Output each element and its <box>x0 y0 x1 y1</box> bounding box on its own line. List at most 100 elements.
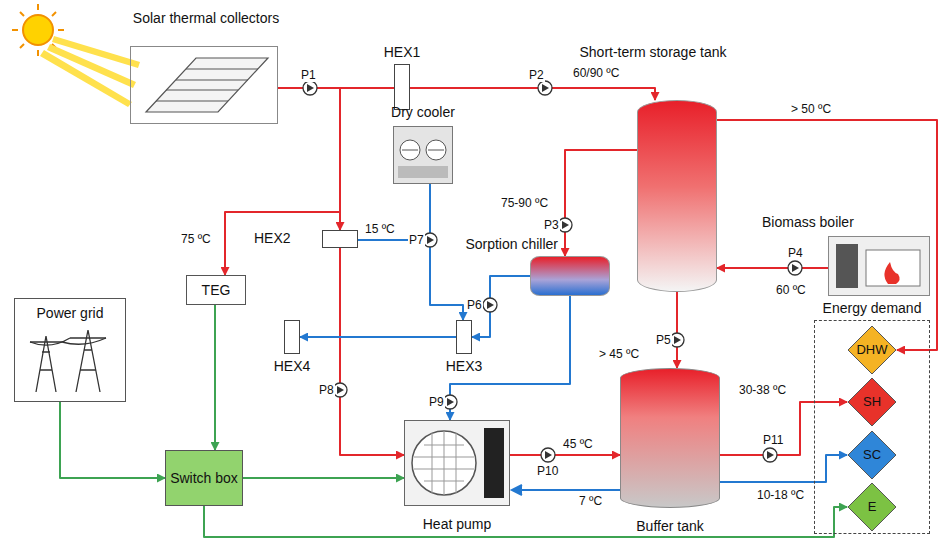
node-label: Buffer tank <box>606 518 734 534</box>
heat-pump-unit <box>405 421 509 505</box>
node-label: Short-term storage tank <box>548 44 758 60</box>
dry-cooler-unit <box>394 127 452 183</box>
flow-line <box>340 248 404 455</box>
collector-panel <box>176 79 248 80</box>
node-label: HEX3 <box>442 358 486 374</box>
flow-line <box>243 477 404 479</box>
heat-pump-unit <box>456 433 457 493</box>
power-grid-pylons <box>30 336 62 392</box>
sun-symbol <box>23 15 53 45</box>
pump-symbol <box>483 298 497 312</box>
pump-symbol <box>423 233 437 247</box>
node-label: TEG <box>202 282 231 298</box>
pump-symbol <box>423 233 437 247</box>
pump-symbol <box>538 81 552 95</box>
node-label: Energy demand <box>812 300 932 316</box>
flow-line <box>430 184 463 320</box>
flow-line <box>214 305 216 450</box>
heat-pump: Heat pump <box>398 420 516 532</box>
flow-line <box>510 454 620 456</box>
heat-pump-unit <box>444 431 445 495</box>
node-label: HEX2 <box>254 230 291 246</box>
heat-pump-unit <box>432 433 433 493</box>
biomass-boiler-unit <box>866 250 920 286</box>
pump-symbol <box>443 395 457 409</box>
node-label: Solar thermal collectors <box>108 10 304 26</box>
diamond-shape <box>848 378 896 426</box>
dry-cooler-unit <box>426 140 446 160</box>
buffer-tank: Buffer tank <box>606 368 734 534</box>
pump-label: P6 <box>466 298 483 312</box>
dry-cooler-outline <box>393 126 453 184</box>
node-label: SC <box>863 447 881 463</box>
pump-symbol <box>427 236 434 244</box>
node-label: Heat pump <box>398 516 516 532</box>
sun-symbol <box>52 12 56 16</box>
pump-symbol <box>788 261 802 275</box>
pump-label: P7 <box>408 233 425 247</box>
heat-exchanger: HEX4 <box>270 318 314 374</box>
power-grid-pylons <box>30 330 106 392</box>
heat-exchanger: HEX3 <box>442 318 486 374</box>
pump-symbol <box>487 301 494 309</box>
pump-symbol <box>558 218 572 232</box>
pump-symbol <box>670 333 684 347</box>
collector-panel <box>146 58 268 112</box>
pump-symbol <box>674 336 681 344</box>
node-label: Biomass boiler <box>762 214 854 230</box>
flow-line <box>60 402 165 478</box>
pump-label: P3 <box>543 218 560 232</box>
pump-symbol <box>303 81 317 95</box>
pump-symbol <box>542 84 549 92</box>
pump-label: P5 <box>655 333 672 347</box>
buffer-tank-outline <box>620 368 720 508</box>
pump-symbol <box>307 84 314 92</box>
heat-exchanger-outline <box>394 64 410 110</box>
node-label: Sorption chiller <box>440 236 558 252</box>
heat-exchanger: HEX2 <box>254 222 362 256</box>
sun-symbol <box>12 29 18 31</box>
collector-panel <box>156 100 228 101</box>
dry-cooler-unit <box>398 166 448 178</box>
power-grid: Power grid <box>14 298 126 402</box>
pump-symbol <box>792 264 799 272</box>
cold-return-line <box>512 485 522 495</box>
demand-diamond: SH <box>847 377 897 427</box>
sun-symbol <box>58 29 64 31</box>
demand-diamond: E <box>847 482 897 532</box>
pump-symbol <box>337 386 344 394</box>
temperature-label: > 50 ºC <box>790 102 832 116</box>
diamond-shape <box>848 431 896 479</box>
collector-box: Solar thermal collectors <box>108 10 304 130</box>
demand-diamond: DHW <box>847 325 897 375</box>
flow-line <box>300 336 456 338</box>
dry-cooler-unit <box>428 150 444 151</box>
cold-return-line <box>516 489 620 491</box>
collector-box-outline <box>130 46 278 124</box>
pump-symbol <box>333 383 347 397</box>
temperature-label: 10-18 ºC <box>756 488 805 502</box>
heat-exchanger-outline <box>456 320 472 354</box>
sun-rays <box>40 36 140 107</box>
sorption-chiller-outline <box>530 256 610 296</box>
heat-exchanger-outline <box>284 320 300 354</box>
switch-box: Switch box <box>165 450 243 506</box>
pump-symbol <box>545 451 552 459</box>
flow-line <box>720 455 847 482</box>
sorption-chiller: Sorption chiller <box>440 236 626 298</box>
dry-cooler-unit <box>394 127 452 183</box>
pump-symbol <box>541 448 555 462</box>
dry-cooler-unit <box>400 140 420 160</box>
temperature-label: 60/90 ºC <box>572 66 620 80</box>
biomass-boiler-unit <box>836 244 858 288</box>
node-label: HEX1 <box>382 44 422 60</box>
pump-symbol <box>788 261 802 275</box>
pump-symbol <box>333 383 347 397</box>
heat-pump-unit <box>484 428 504 498</box>
heat-pump-unit <box>412 431 476 495</box>
flow-line <box>676 292 678 368</box>
flow-line <box>410 88 655 100</box>
energy-demand-group: Energy demandDHWSH SC E <box>812 300 932 538</box>
dry-cooler: Dry cooler <box>378 104 468 188</box>
